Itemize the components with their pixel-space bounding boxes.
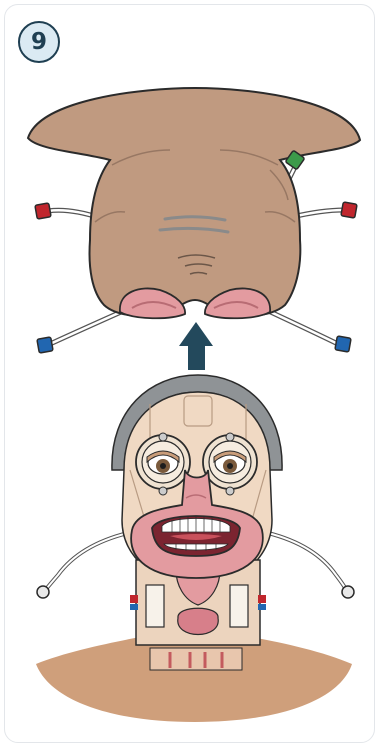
mask-connector-blue-left [37,337,53,353]
mask-connector-red-right [341,202,357,218]
manikin-head [36,375,354,722]
neck-connector-right [258,595,266,610]
mask-shell [28,88,360,316]
cable-plug-left [37,586,49,598]
mask-connector-red-left [35,203,51,219]
face-skin-mask [28,88,360,353]
trachea [178,608,218,634]
neck-connector-left [130,595,138,610]
cable-plug-right [342,586,354,598]
mask-connector-blue-right [335,336,351,352]
arrow-up-icon [179,322,213,370]
